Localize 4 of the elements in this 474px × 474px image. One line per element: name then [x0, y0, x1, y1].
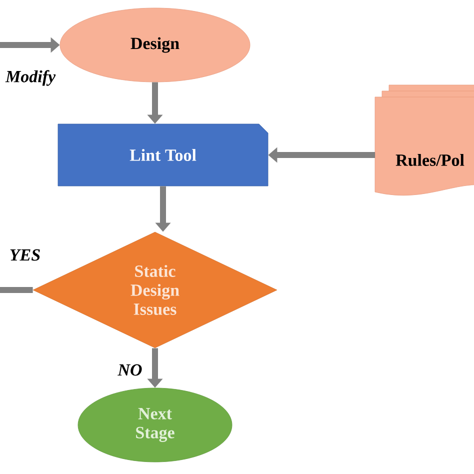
document-stack: Rules/Pol: [374, 84, 474, 196]
annotation-text: Modify: [5, 70, 56, 86]
process-box: Lint Tool: [58, 124, 268, 186]
edge-label: NO: [118, 364, 142, 376]
